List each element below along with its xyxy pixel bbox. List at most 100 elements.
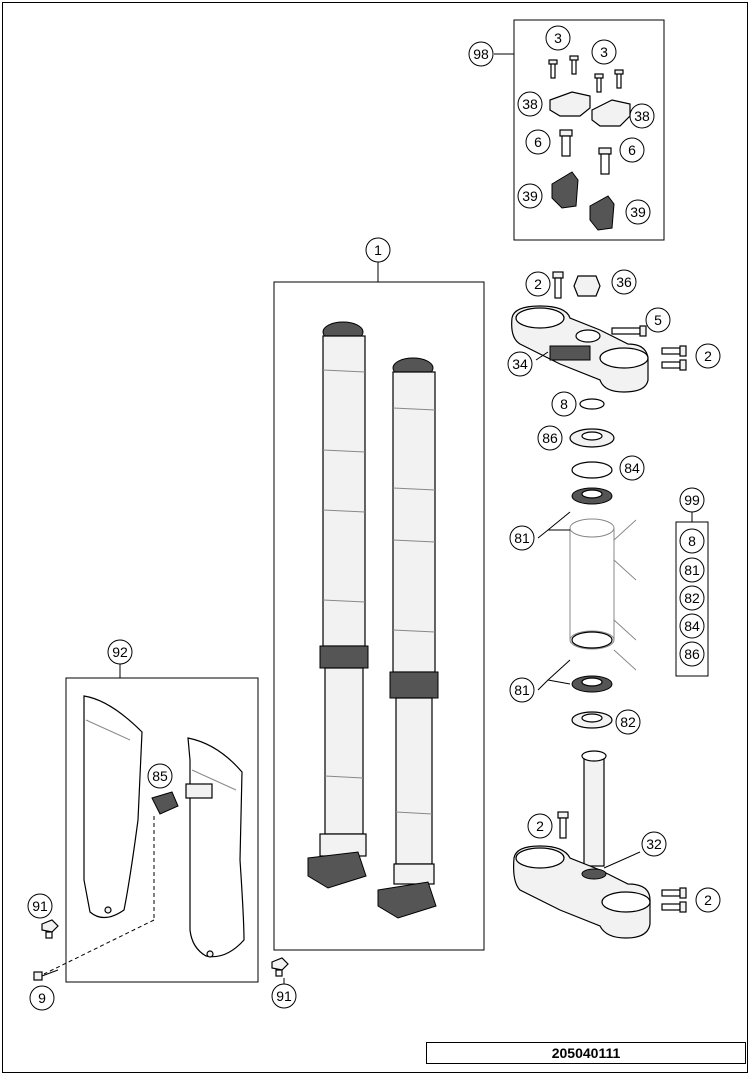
handlebar-clamp-cap-left xyxy=(549,91,591,117)
callout-99: 99 xyxy=(679,487,705,513)
svg-text:6: 6 xyxy=(534,134,542,150)
leader-81-upper-a xyxy=(537,511,571,539)
svg-text:2: 2 xyxy=(704,348,712,364)
svg-text:38: 38 xyxy=(522,96,538,112)
svg-text:32: 32 xyxy=(646,836,662,852)
upper-triple-clamp xyxy=(511,305,649,393)
svg-text:8: 8 xyxy=(560,396,568,412)
callout-98: 98 xyxy=(468,41,494,67)
steering-stem-nut-36 xyxy=(573,275,601,297)
handlebar-clamp-base-left xyxy=(551,171,579,209)
callout-92: 92 xyxy=(107,639,133,665)
svg-text:5: 5 xyxy=(654,312,662,328)
fork-guard-right xyxy=(187,737,245,958)
handlebar-clamp-cap-right xyxy=(591,99,631,127)
callout-81-upper: 81 xyxy=(509,525,535,551)
clamp-screw-2-lower xyxy=(557,811,569,839)
svg-text:91: 91 xyxy=(32,898,48,914)
callout-9: 9 xyxy=(29,985,55,1011)
svg-text:8: 8 xyxy=(688,533,696,549)
callout-91-left: 91 xyxy=(27,893,53,919)
fork-leg-left xyxy=(307,321,369,889)
svg-text:98: 98 xyxy=(473,46,489,62)
svg-text:81: 81 xyxy=(514,682,530,698)
callout-2-lower-right: 2 xyxy=(695,887,721,913)
bearing-cup-lower xyxy=(571,631,613,649)
callout-99-item-82: 82 xyxy=(679,585,705,611)
clamp-screws-2-lower-right xyxy=(661,887,687,913)
clamp-screw-2-top xyxy=(552,271,564,299)
fork-box-1 xyxy=(273,281,485,951)
screw-91-left xyxy=(41,919,59,939)
callout-82: 82 xyxy=(615,709,641,735)
svg-text:36: 36 xyxy=(616,274,632,290)
fork-guard-left xyxy=(83,695,143,919)
clamp-bolt-left xyxy=(559,129,573,157)
clamp-screw-5 xyxy=(611,325,647,337)
svg-text:1: 1 xyxy=(374,242,382,258)
callout-2-upper-right: 2 xyxy=(695,343,721,369)
screw-pair-right xyxy=(594,69,624,93)
callout-34: 34 xyxy=(507,351,533,377)
fork-leg-right xyxy=(377,357,439,919)
svg-text:34: 34 xyxy=(512,356,528,372)
svg-text:81: 81 xyxy=(514,530,530,546)
svg-text:82: 82 xyxy=(620,714,636,730)
svg-text:92: 92 xyxy=(112,644,128,660)
callout-39-right: 39 xyxy=(625,199,651,225)
callout-99-item-86: 86 xyxy=(679,641,705,667)
callout-99-item-81: 81 xyxy=(679,557,705,583)
svg-text:85: 85 xyxy=(152,768,168,784)
svg-text:38: 38 xyxy=(634,108,650,124)
svg-text:84: 84 xyxy=(624,460,640,476)
callout-38-left: 38 xyxy=(517,91,543,117)
brake-line-clip-85 xyxy=(151,791,179,815)
svg-text:82: 82 xyxy=(684,590,700,606)
callout-36: 36 xyxy=(611,269,637,295)
svg-text:39: 39 xyxy=(522,188,538,204)
assembly-line-screw xyxy=(43,919,155,975)
leader-81-lower-a xyxy=(537,659,571,691)
leader-32 xyxy=(603,851,641,869)
callout-32: 32 xyxy=(641,831,667,857)
callout-86: 86 xyxy=(537,425,563,451)
callout-84: 84 xyxy=(619,455,645,481)
seal-ring-84 xyxy=(571,461,613,479)
fork-guard-box-92 xyxy=(65,677,259,983)
svg-text:39: 39 xyxy=(630,204,646,220)
callout-99-item-84: 84 xyxy=(679,613,705,639)
svg-text:2: 2 xyxy=(704,892,712,908)
screw-91-right xyxy=(271,957,289,977)
o-ring-8 xyxy=(579,398,605,410)
callout-99-item-8: 8 xyxy=(679,528,705,554)
svg-text:6: 6 xyxy=(628,142,636,158)
svg-text:3: 3 xyxy=(554,30,562,46)
callout-8: 8 xyxy=(551,391,577,417)
callout-38-right: 38 xyxy=(629,103,655,129)
svg-text:84: 84 xyxy=(684,618,700,634)
leader-81-lower-b xyxy=(547,679,571,685)
steering-head-ghost xyxy=(569,518,637,671)
callout-5: 5 xyxy=(645,307,671,333)
callout-81-lower: 81 xyxy=(509,677,535,703)
svg-text:2: 2 xyxy=(534,276,542,292)
hose-guide-block xyxy=(185,783,213,799)
lower-triple-clamp xyxy=(513,750,651,939)
callout-3-left: 3 xyxy=(545,25,571,51)
clamp-bolt-right xyxy=(598,147,612,175)
callout-2-lower-left: 2 xyxy=(527,813,553,839)
svg-text:9: 9 xyxy=(38,990,46,1006)
callout-39-left: 39 xyxy=(517,183,543,209)
leader-34 xyxy=(535,351,549,361)
screw-pair-left xyxy=(548,55,579,79)
svg-text:3: 3 xyxy=(600,44,608,60)
callout-3-right: 3 xyxy=(591,39,617,65)
svg-text:2: 2 xyxy=(536,818,544,834)
kit-box-98 xyxy=(513,19,665,241)
clamp-screws-2-right xyxy=(661,345,687,371)
svg-text:86: 86 xyxy=(684,646,700,662)
svg-text:86: 86 xyxy=(542,430,558,446)
